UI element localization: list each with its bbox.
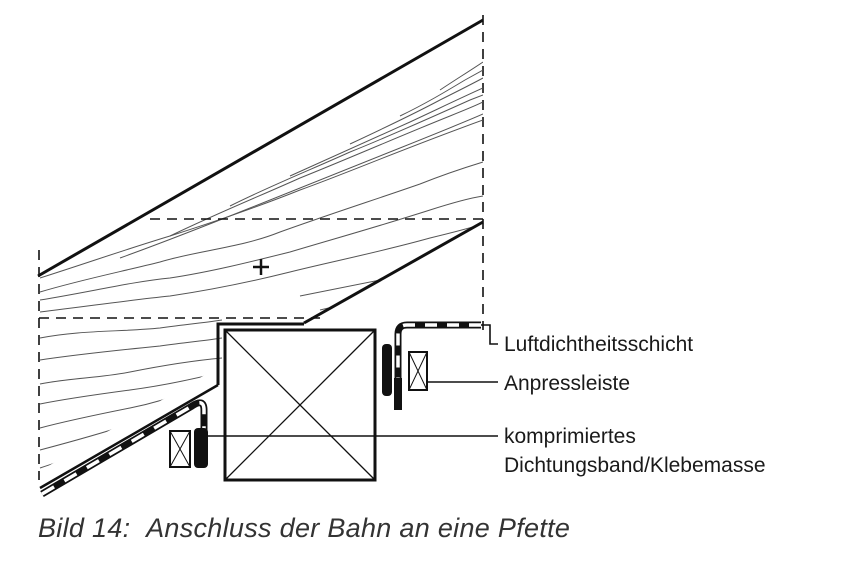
rafter-bottom-edge (303, 220, 484, 325)
caption-text: Anschluss der Bahn an eine Pfette (146, 513, 571, 543)
purlin-notch-outline (216, 322, 304, 385)
label-anpressleiste: Anpressleiste (504, 372, 630, 395)
membrane-left (40, 399, 208, 498)
label-komprimiertes: komprimiertes (504, 425, 636, 448)
pressure-strip-left (169, 430, 191, 468)
rafter-top-edge (37, 18, 484, 278)
caption-number: Bild 14: (38, 513, 131, 543)
figure-caption: Bild 14: Anschluss der Bahn an eine Pfet… (38, 513, 570, 544)
sealing-band-right (382, 344, 392, 396)
purlin-cross-section (223, 328, 377, 482)
membrane-right (394, 321, 481, 410)
leader-lines (208, 324, 498, 437)
wood-grain-rafter (39, 61, 483, 315)
label-dichtungsband: Dichtungsband/Klebemasse (504, 454, 766, 477)
plus-marker (253, 259, 269, 275)
label-luftdichtheitsschicht: Luftdichtheitsschicht (504, 333, 693, 356)
sealing-band-left (194, 428, 208, 468)
lower-slope-edge (39, 383, 219, 490)
pressure-strip-right (408, 351, 428, 391)
